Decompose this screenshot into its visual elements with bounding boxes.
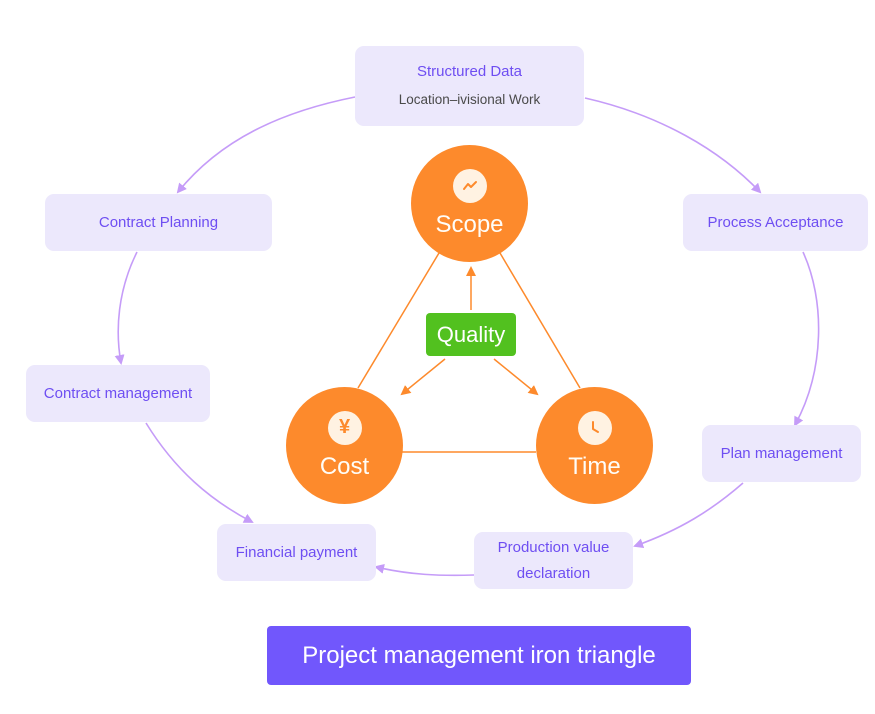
node-label-line2: declaration [516,564,591,582]
node-label: Financial payment [235,543,358,561]
node-process-acceptance[interactable]: Process Acceptance [683,194,868,251]
node-label: Contract management [43,384,193,402]
edge-contract-management-to-financial-payment [145,422,254,523]
triangle-node-label: Time [568,452,621,480]
edge-plan-management-to-production-value [633,482,744,549]
triangle-edge-scope-cost [357,252,440,389]
quality-arrow-to-time [493,358,539,396]
node-label: Structured Data [416,63,523,80]
triangle-node-label: Cost [319,452,370,480]
node-label: Plan management [720,444,843,462]
quality-node[interactable]: Quality [426,313,516,356]
edge-structured-data-to-process-acceptance [584,97,762,194]
node-contract-management[interactable]: Contract management [26,365,210,422]
trend-chart-icon [452,168,487,203]
node-structured-data[interactable]: Structured Data Location–ivisional Work [355,46,584,126]
node-sublabel: Location–ivisional Work [398,92,541,107]
triangle-node-time[interactable]: Time [536,387,653,504]
diagram-title: Project management iron triangle [267,626,691,685]
node-production-value-declaration[interactable]: Production value declaration [474,532,633,589]
node-label: Contract Planning [98,213,219,231]
edge-production-value-to-financial-payment [374,563,475,577]
triangle-edge-scope-time [499,252,581,389]
triangle-node-label: Scope [435,210,504,238]
triangle-node-cost[interactable]: ¥ Cost [286,387,403,504]
node-label: Process Acceptance [707,213,844,231]
quality-label: Quality [436,321,506,347]
clock-icon [577,410,612,445]
diagram-title-text: Project management iron triangle [302,641,656,669]
triangle-node-scope[interactable]: Scope [411,145,528,262]
node-contract-planning[interactable]: Contract Planning [45,194,272,251]
node-financial-payment[interactable]: Financial payment [217,524,376,581]
edge-contract-planning-to-contract-management [114,251,138,365]
node-plan-management[interactable]: Plan management [702,425,861,482]
edge-process-acceptance-to-plan-management [794,251,820,427]
quality-arrow-to-cost [400,358,446,396]
edge-structured-data-to-contract-planning [176,96,356,194]
yen-icon: ¥ [327,410,362,445]
node-label-line1: Production value [497,538,610,556]
